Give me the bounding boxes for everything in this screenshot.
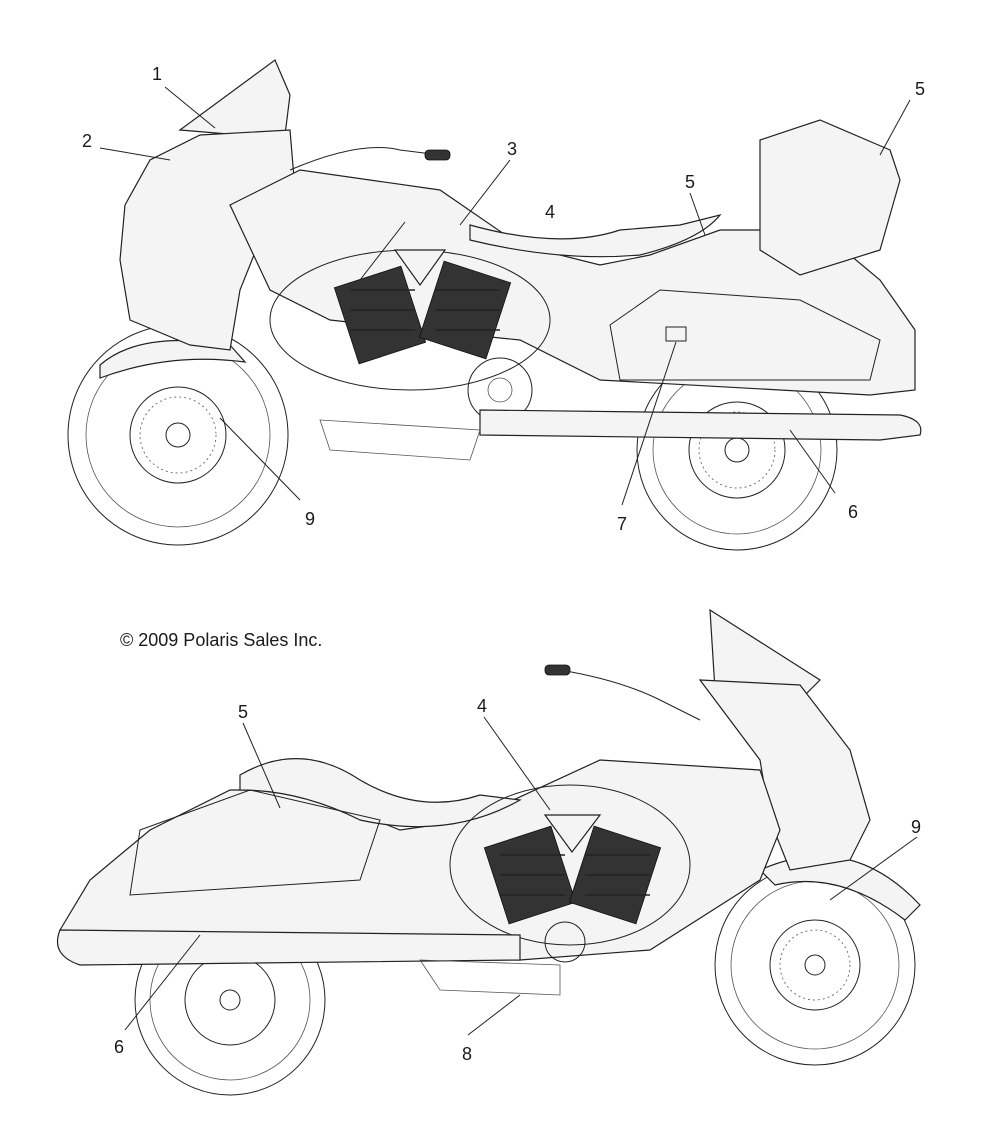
callout-6-bottom: 6 xyxy=(114,1037,124,1057)
callout-5-backrest: 5 xyxy=(915,79,925,99)
handlebar-bottom xyxy=(559,669,701,721)
engine-bay-bottom xyxy=(449,784,691,946)
engine-cylinders-bottom xyxy=(483,814,662,925)
callout-3: 3 xyxy=(507,139,517,159)
callout-7: 7 xyxy=(617,514,627,534)
seat xyxy=(469,213,722,258)
decal-7-marker xyxy=(665,326,687,342)
exhaust-bottom xyxy=(56,929,521,966)
rear-saddlebag xyxy=(609,289,881,381)
motorcycle-left-side-view xyxy=(67,59,922,551)
callout-1: 1 xyxy=(152,64,162,84)
rear-wheel xyxy=(636,349,838,551)
copyright-notice: © 2009 Polaris Sales Inc. xyxy=(120,630,322,650)
front-fairing xyxy=(119,129,296,351)
callout-5-bottom: 5 xyxy=(238,702,248,722)
motorcycle-right-side-view xyxy=(56,608,921,1096)
callout-5-saddlebag: 5 xyxy=(685,172,695,192)
callout-8-bottom: 8 xyxy=(462,1044,472,1064)
body-panel-bottom xyxy=(59,759,781,961)
bottom-leaders xyxy=(124,716,918,1036)
front-wheel-bottom xyxy=(714,855,921,1066)
seat-bottom xyxy=(239,758,522,828)
engine-cylinders xyxy=(333,249,512,365)
handlebar xyxy=(289,147,441,171)
windshield xyxy=(178,59,291,136)
callout-9: 9 xyxy=(305,509,315,529)
front-wheel xyxy=(67,324,289,546)
exhaust xyxy=(479,409,922,441)
passenger-backrest xyxy=(759,119,901,276)
callout-2: 2 xyxy=(82,131,92,151)
top-leaders xyxy=(99,86,911,506)
rear-saddlebag-bottom xyxy=(129,789,381,896)
callout-4-bottom: 4 xyxy=(477,696,487,716)
callout-9-bottom: 9 xyxy=(911,817,921,837)
callout-6: 6 xyxy=(848,502,858,522)
callout-4: 4 xyxy=(545,202,555,222)
